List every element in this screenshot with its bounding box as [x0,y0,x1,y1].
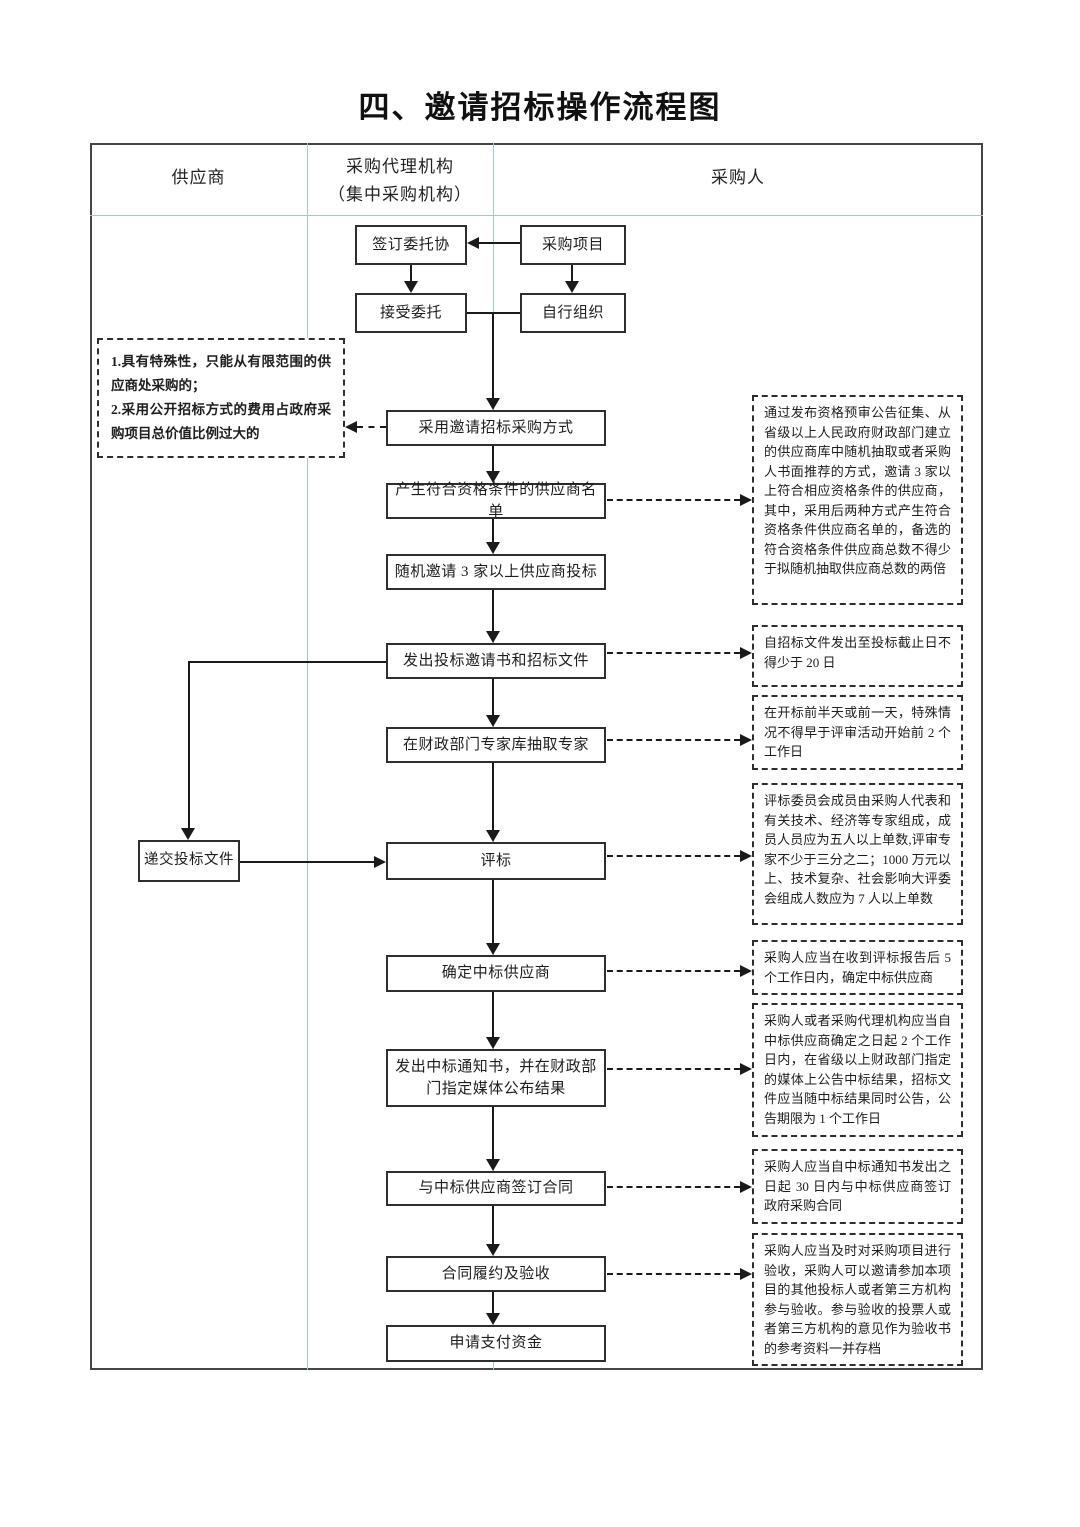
arrowhead-acceptance-to-note8 [740,1268,752,1280]
note-right-5-days: 采购人应当在收到评标报告后 5 个工作日内，确定中标供应商 [752,940,963,995]
arrowhead-invite-to-issue [486,631,500,643]
connector-issue-to-submit-vertical [188,661,190,829]
connector-project-to-sign [479,242,520,244]
flow-node-random-invite: 随机邀请 3 家以上供应商投标 [386,554,606,590]
flow-node-determine-winner: 确定中标供应商 [386,955,606,992]
arrowhead-adopt-to-list [486,471,500,483]
flow-node-apply-payment: 申请支付资金 [386,1325,606,1362]
arrowhead-sign-to-accept [404,281,418,293]
dashed-connector-acceptance-to-note8 [607,1273,740,1275]
lane-label-purchaser: 采购人 [711,168,765,187]
arrowhead-issue-to-experts [486,715,500,727]
connector-project-to-self [571,265,573,282]
note-right-expert-timing: 在开标前半天或前一天，特殊情况不得早于评审活动开始前 2 个工作日 [752,695,963,770]
connector-adopt-to-list [492,446,494,472]
note-right-acceptance: 采购人应当及时对采购项目进行验收，采购人可以邀请参加本项目的其他投标人或者第三方… [752,1233,963,1366]
arrowhead-experts-to-note3 [740,734,752,746]
arrowhead-list-to-note1 [740,494,752,506]
arrowhead-winner-to-notice [486,1037,500,1049]
flow-node-accept-commission: 接受委托 [355,293,467,333]
lane-label-agency-line1: 采购代理机构 [346,157,454,176]
flow-node-draw-experts: 在财政部门专家库抽取专家 [386,727,606,763]
flow-node-sign-agreement: 签订委托协 [355,225,467,265]
arrowhead-notice-to-contract [486,1159,500,1171]
diagram-frame [90,143,983,1370]
flow-node-generate-list: 产生符合资格条件的供应商名单 [386,482,606,520]
note-left-conditions: 1.具有特殊性，只能从有限范围的供应商处采购的； 2.采用公开招标方式的费用占政… [97,338,345,458]
flow-node-issue-notice: 发出中标通知书，并在财政部门指定媒体公布结果 [386,1049,606,1107]
arrowhead-acceptance-to-payment [486,1313,500,1325]
note-right-supplier-sources: 通过发布资格预审公告征集、从省级以上人民政府财政部门建立的供应商库中随机抽取或者… [752,395,963,605]
arrowhead-project-to-self [565,281,579,293]
dashed-connector-evaluation-to-note4 [607,855,740,857]
dashed-connector-issue-to-note2 [607,652,740,654]
arrowhead-contract-to-note7 [740,1181,752,1193]
note-right-committee: 评标委员会成员由采购人代表和有关技术、经济等专家组成，成员人员应为五人以上单数,… [752,783,963,925]
connector-evaluation-to-winner [492,880,494,944]
arrowhead-contract-to-acceptance [486,1244,500,1256]
connector-list-to-invite [492,519,494,543]
connector-issue-to-submit-horizontal [189,661,386,663]
connector-to-adopt-method [492,313,494,399]
arrowhead-issue-to-submit [181,828,195,840]
flow-node-adopt-method: 采用邀请招标采购方式 [386,410,606,446]
flow-node-issue-invitation: 发出投标邀请书和招标文件 [386,643,606,679]
flow-node-acceptance: 合同履约及验收 [386,1256,606,1292]
connector-acceptance-to-payment [492,1292,494,1314]
connector-issue-to-experts [492,679,494,716]
dashed-connector-contract-to-note7 [607,1186,740,1188]
lane-label-supplier: 供应商 [171,168,226,187]
lane-label-agency-line2: （集中采购机构） [328,185,472,204]
flow-node-self-organize: 自行组织 [520,293,626,333]
arrowhead-project-to-sign [467,237,479,249]
connector-notice-to-contract [492,1107,494,1160]
note-right-announcement: 采购人或者采购代理机构应当自中标供应商确定之日起 2 个工作日内，在省级以上财政… [752,1003,963,1137]
note-left-item1: 1.具有特殊性，只能从有限范围的供应商处采购的； [111,354,331,393]
connector-contract-to-acceptance [492,1206,494,1245]
arrowhead-submit-to-evaluation [374,856,386,868]
arrowhead-evaluation-to-winner [486,943,500,955]
arrowhead-experts-to-evaluation [486,830,500,842]
lane-header-divider [90,215,983,216]
connector-sign-to-accept [410,265,412,282]
arrowhead-issue-to-note2 [740,647,752,659]
arrowhead-adopt-to-leftnote [345,421,357,433]
arrowhead-to-adopt-method [486,398,500,410]
dashed-connector-list-to-note1 [607,499,740,501]
connector-experts-to-evaluation [492,763,494,831]
connector-invite-to-issue [492,590,494,632]
dashed-connector-adopt-to-leftnote [357,426,386,428]
note-right-30-days: 采购人应当自中标通知书发出之日起 30 日内与中标供应商签订政府采购合同 [752,1149,963,1224]
note-left-item2: 2.采用公开招标方式的费用占政府采购项目总价值比例过大的 [111,402,331,441]
connector-winner-to-notice [492,992,494,1038]
arrowhead-list-to-invite [486,542,500,554]
dashed-connector-winner-to-note5 [607,970,740,972]
connector-submit-to-evaluation [240,861,374,863]
arrowhead-notice-to-note6 [740,1063,752,1075]
flow-node-sign-contract: 与中标供应商签订合同 [386,1171,606,1206]
dashed-connector-notice-to-note6 [607,1068,740,1070]
flow-node-evaluation: 评标 [386,842,606,880]
arrowhead-evaluation-to-note4 [740,850,752,862]
page-title: 四、邀请招标操作流程图 [358,90,722,125]
flow-node-procurement-project: 采购项目 [520,225,626,265]
note-right-20-days: 自招标文件发出至投标截止日不得少于 20 日 [752,625,963,687]
dashed-connector-experts-to-note3 [607,739,740,741]
arrowhead-winner-to-note5 [740,965,752,977]
lane-divider-left [307,143,308,1370]
flow-node-submit-bid: 递交投标文件 [138,840,240,882]
